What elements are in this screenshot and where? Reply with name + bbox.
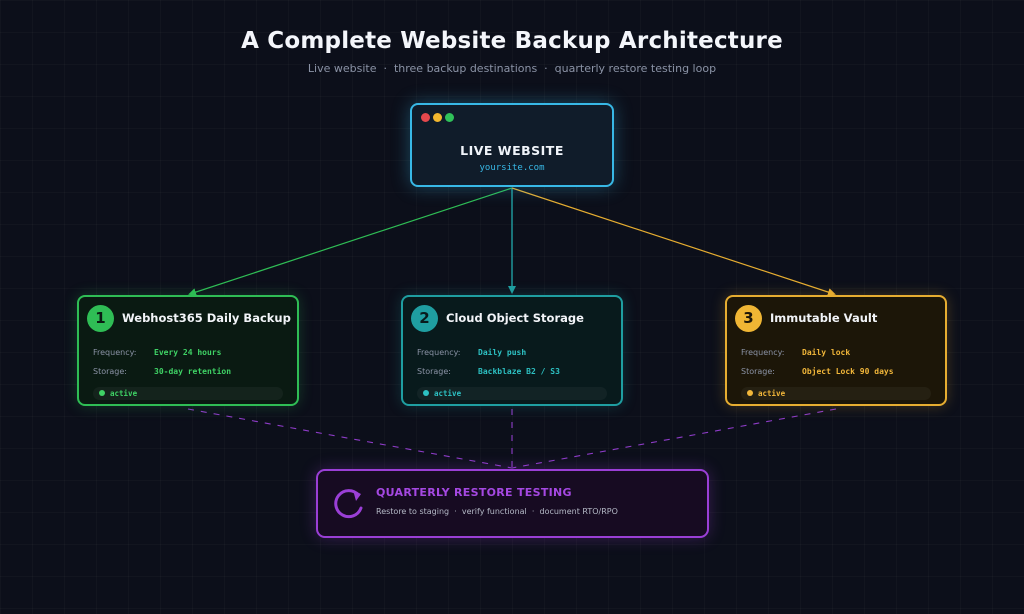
restore-testing-description: Restore to staging · verify functional ·… [376, 507, 618, 516]
status-dot-icon [423, 390, 429, 396]
destination-title: Webhost365 Daily Backup [122, 311, 291, 325]
frequency-value: Every 24 hours [154, 348, 222, 357]
live-website-label: LIVE WEBSITE [460, 143, 564, 158]
frequency-value: Daily lock [802, 348, 851, 357]
status-text: active [758, 389, 786, 398]
destination-card-vault: 3 Immutable Vault Frequency: Daily lock … [725, 295, 947, 406]
diagram-subtitle: Live website · three backup destinations… [307, 62, 717, 75]
window-yellow-dot-icon [433, 113, 442, 122]
frequency-value: Daily push [478, 348, 527, 357]
status-badge: active [741, 387, 931, 400]
destination-number-badge: 1 [87, 305, 114, 332]
status-badge: active [417, 387, 607, 400]
storage-label: Storage: [417, 367, 451, 376]
refresh-cycle-icon [334, 489, 363, 519]
storage-label: Storage: [741, 367, 775, 376]
status-dot-icon [747, 390, 753, 396]
window-green-dot-icon [445, 113, 454, 122]
destination-title: Immutable Vault [770, 311, 878, 325]
storage-label: Storage: [93, 367, 127, 376]
storage-value: 30-day retention [154, 367, 232, 376]
storage-value: Object Lock 90 days [802, 367, 894, 376]
status-text: active [434, 389, 462, 398]
status-dot-icon [99, 390, 105, 396]
destination-number-badge: 3 [735, 305, 762, 332]
frequency-label: Frequency: [417, 348, 461, 357]
arrow-live-to-vault [511, 187, 836, 296]
restore-testing-title: QUARTERLY RESTORE TESTING [376, 486, 572, 499]
destination-card-webhost: 1 Webhost365 Daily Backup Frequency: Eve… [77, 295, 299, 406]
storage-value: Backblaze B2 / S3 [478, 367, 560, 376]
window-red-dot-icon [421, 113, 430, 122]
status-badge: active [93, 387, 283, 400]
restore-testing-node: QUARTERLY RESTORE TESTING Restore to sta… [316, 469, 709, 538]
dashed-link-vault-restore [511, 408, 837, 469]
status-text: active [110, 389, 138, 398]
live-website-node: LIVE WEBSITE yoursite.com [410, 103, 614, 187]
frequency-label: Frequency: [93, 348, 137, 357]
dashed-link-webhost-restore [187, 408, 513, 469]
diagram-title: A Complete Website Backup Architecture [241, 28, 783, 54]
live-website-url: yoursite.com [479, 163, 545, 173]
arrow-live-to-webhost [188, 187, 513, 296]
destination-card-cloud: 2 Cloud Object Storage Frequency: Daily … [401, 295, 623, 406]
destination-number-badge: 2 [411, 305, 438, 332]
destination-title: Cloud Object Storage [446, 311, 584, 325]
frequency-label: Frequency: [741, 348, 785, 357]
